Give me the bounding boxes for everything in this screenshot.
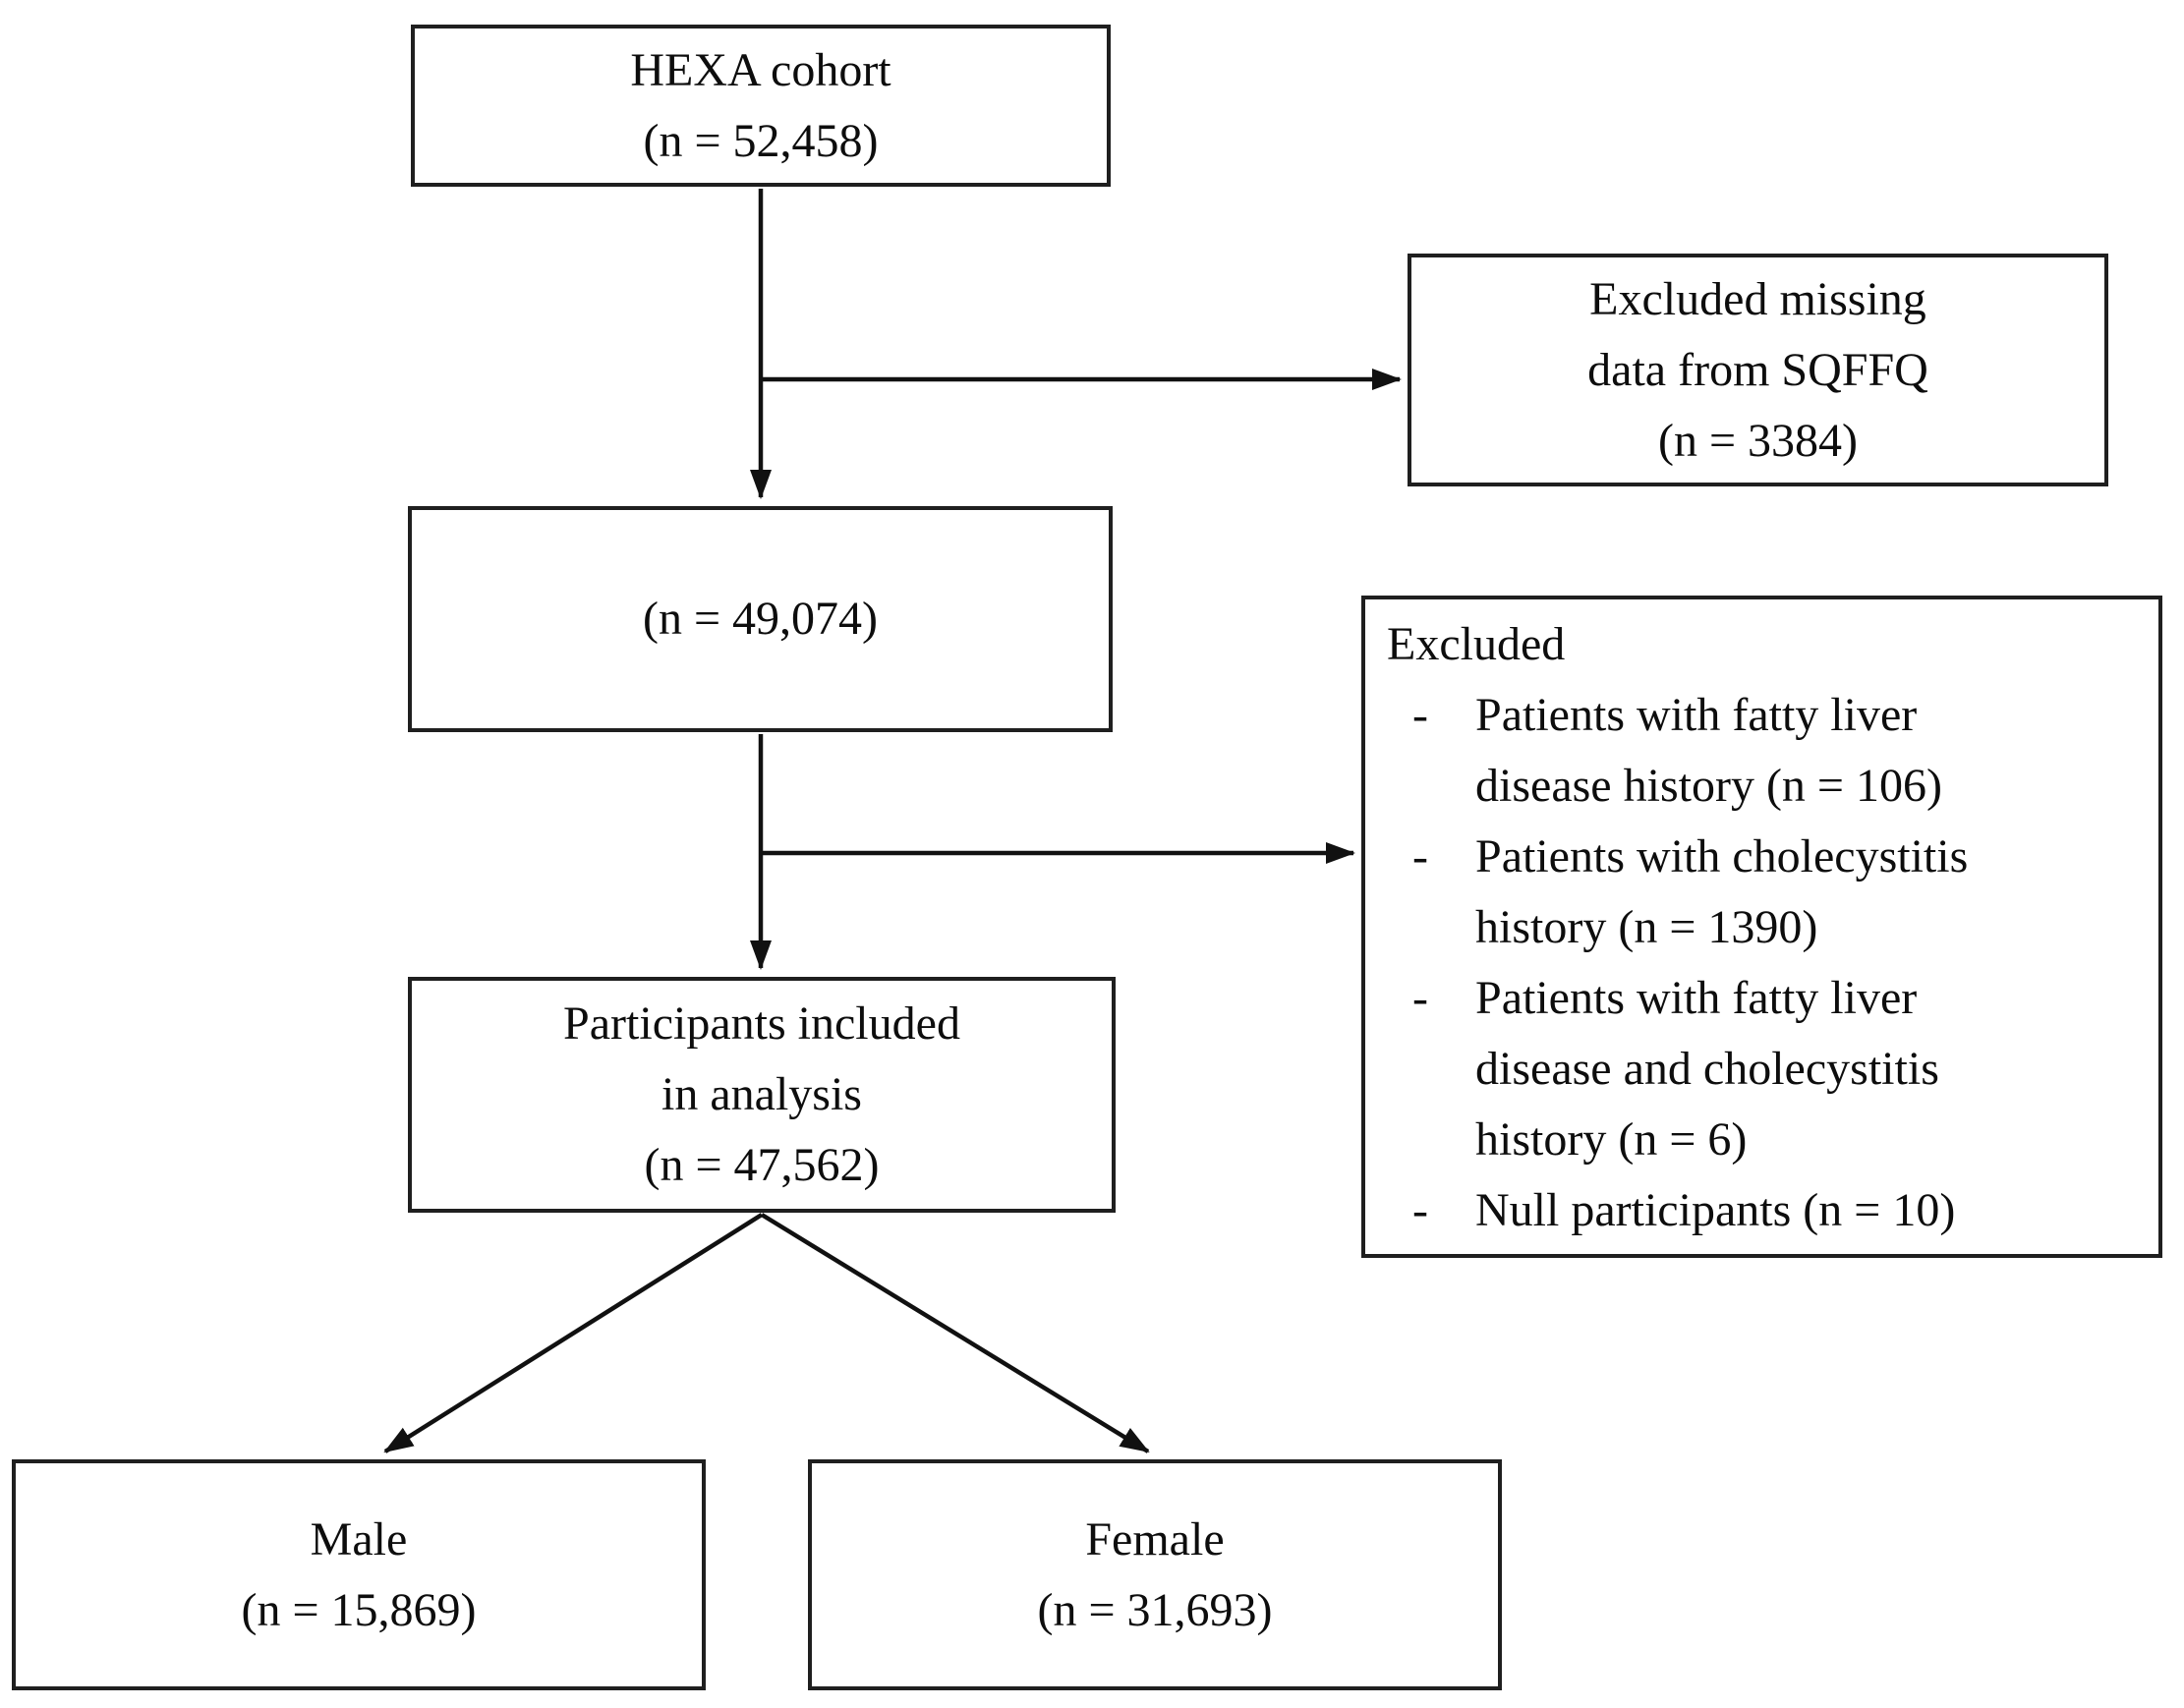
node-excluded-detail: Excluded - Patients with fatty liver dis… <box>1361 596 2162 1258</box>
excluded-item-label: Null participants (n = 10) <box>1475 1184 1956 1236</box>
hexa-cohort-label: HEXA cohort (n = 52,458) <box>630 43 891 167</box>
male-label: Male (n = 15,869) <box>241 1512 477 1636</box>
excluded-item: - Patients with fatty liver disease and … <box>1387 963 2141 1175</box>
female-label: Female (n = 31,693) <box>1037 1512 1273 1636</box>
node-hexa-cohort: HEXA cohort (n = 52,458) <box>411 25 1111 187</box>
bullet-dash: - <box>1412 689 1428 741</box>
excluded-item: - Patients with cholecystitis history (n… <box>1387 822 2141 963</box>
bullet-dash: - <box>1412 1184 1428 1236</box>
node-female: Female (n = 31,693) <box>808 1459 1502 1690</box>
excluded-item-label: Patients with cholecystitis history (n =… <box>1475 830 1969 953</box>
arrow-participants-to-male <box>383 1213 764 1453</box>
post-sqffq-count-label: (n = 49,074) <box>642 593 879 645</box>
participants-included-label: Participants included in analysis (n = 4… <box>563 997 960 1191</box>
excluded-detail-header: Excluded <box>1387 618 1566 670</box>
node-participants-included: Participants included in analysis (n = 4… <box>408 977 1116 1213</box>
excluded-item-label: Patients with fatty liver disease and ch… <box>1475 972 1939 1166</box>
node-excluded-sqffq: Excluded missing data from SQFFQ (n = 33… <box>1408 254 2108 486</box>
node-post-sqffq-count: (n = 49,074) <box>408 506 1113 732</box>
arrow-participants-to-female <box>760 1213 1150 1453</box>
bullet-dash: - <box>1412 830 1428 882</box>
bullet-dash: - <box>1412 972 1428 1024</box>
excluded-sqffq-label: Excluded missing data from SQFFQ (n = 33… <box>1587 272 1928 467</box>
node-male: Male (n = 15,869) <box>12 1459 706 1690</box>
excluded-item: - Patients with fatty liver disease hist… <box>1387 680 2141 822</box>
excluded-item: - Null participants (n = 10) <box>1387 1175 2141 1246</box>
excluded-item-label: Patients with fatty liver disease histor… <box>1475 689 1942 812</box>
